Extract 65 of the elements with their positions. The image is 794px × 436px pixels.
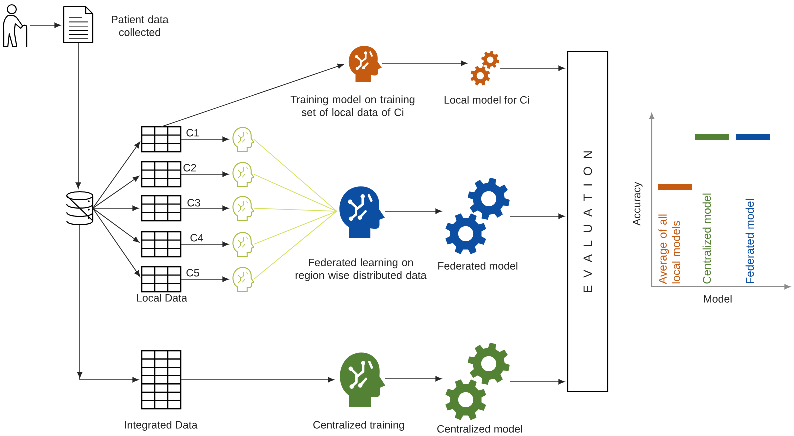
- arrow: [382, 60, 468, 66]
- arrow: [77, 224, 139, 383]
- head-outline-icon: [232, 127, 254, 152]
- edge-label: C5: [185, 268, 201, 278]
- icon-label: Federated model: [438, 262, 518, 270]
- icon-label: Integrated Data: [125, 421, 198, 431]
- person-with-cane-icon: [3, 4, 28, 48]
- arrow: [92, 206, 139, 212]
- edge-label: C2: [182, 163, 198, 173]
- arrow: [180, 242, 229, 248]
- arrow: [180, 136, 229, 142]
- connector-line: [254, 211, 338, 245]
- icon-label: Centralized model: [438, 425, 522, 433]
- head-outline-icon: [232, 232, 254, 258]
- head-icon: [348, 46, 382, 82]
- database-icon: [66, 191, 94, 226]
- head-outline-icon: [232, 196, 254, 222]
- icon-label: Local model for Ci: [444, 96, 530, 104]
- icon-label: Training model on training set of local data of Ci: [290, 96, 415, 116]
- table-icon: [141, 195, 182, 222]
- arrow: [180, 377, 334, 383]
- edge-label: C4: [189, 233, 205, 243]
- connector-line: [254, 174, 338, 212]
- arrow: [92, 208, 140, 243]
- arrow: [510, 379, 565, 385]
- category-label: Average of all local models: [658, 214, 680, 284]
- icon-label: Centralized training: [314, 421, 404, 431]
- connector-line: [254, 139, 338, 212]
- arrow: [180, 276, 229, 282]
- head-icon: [340, 352, 386, 407]
- arrow: [180, 206, 229, 212]
- table-icon: [141, 126, 182, 153]
- arrow: [161, 64, 344, 128]
- table-icon: [141, 350, 182, 410]
- table-icon: [141, 161, 182, 188]
- arrow: [180, 172, 229, 178]
- arrow: [92, 142, 140, 209]
- connector-line: [254, 208, 338, 212]
- head-outline-icon: [232, 267, 254, 292]
- evaluation-box: E V A L U A T I O N: [567, 51, 609, 393]
- edge-label: C1: [185, 128, 201, 138]
- arrow: [92, 176, 140, 209]
- gears-icon: [470, 51, 500, 86]
- edge-label: C3: [186, 198, 202, 208]
- axis-label: Accuracy: [633, 182, 643, 226]
- table-icon: [141, 266, 182, 293]
- axis-label: Model: [704, 295, 732, 303]
- head-outline-icon: [232, 162, 254, 188]
- arrow: [500, 66, 565, 72]
- arrow: [384, 208, 442, 214]
- table-icon: [141, 231, 182, 258]
- arrow: [92, 208, 140, 277]
- gears-icon: [446, 178, 510, 254]
- icon-label: Patient data collected: [112, 16, 169, 36]
- arrow: [76, 42, 82, 189]
- category-label: Centralized model: [702, 194, 712, 284]
- gears-icon: [446, 343, 510, 420]
- arrow: [385, 376, 442, 382]
- arrow: [510, 214, 565, 220]
- icon-label: Federated learning on region wise distributed data: [296, 258, 427, 282]
- category-label: Federated model: [746, 200, 754, 284]
- arrow: [30, 22, 61, 28]
- connector-line: [254, 211, 338, 280]
- head-icon: [340, 186, 385, 238]
- document-icon: [63, 6, 94, 44]
